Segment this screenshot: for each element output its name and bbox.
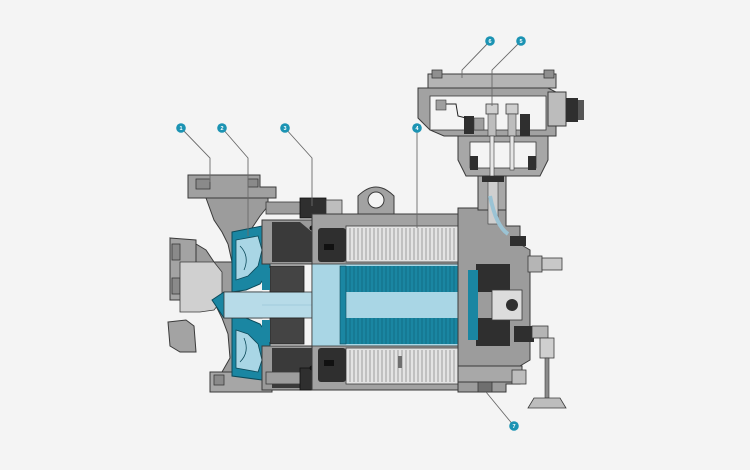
rear-bearing-housing [457, 207, 567, 409]
leader-1 [180, 127, 211, 182]
callout-marker [412, 123, 422, 133]
callout-label: 4 [415, 126, 419, 132]
callout-2: 2 [217, 123, 227, 133]
leader-3 [284, 127, 313, 206]
callout-7: 7 [509, 421, 519, 431]
leader-lines [180, 40, 522, 427]
callout-marker [176, 123, 186, 133]
terminal-studs [435, 99, 530, 177]
front-bearing-housing [261, 197, 343, 391]
leader-7 [485, 391, 515, 427]
callout-5: 5 [516, 36, 526, 46]
cable-gland [547, 91, 584, 127]
motor-housing [311, 186, 485, 391]
callout-marker [516, 36, 526, 46]
leader-2 [221, 127, 249, 236]
callout-marker [217, 123, 227, 133]
callout-3: 3 [280, 123, 290, 133]
callout-label: 5 [519, 39, 522, 45]
callout-label: 7 [512, 424, 515, 430]
lifting-eye [357, 186, 395, 215]
callout-6: 6 [485, 36, 495, 46]
callout-label: 3 [283, 126, 286, 132]
callout-marker [280, 123, 290, 133]
leader-5 [491, 40, 522, 106]
callout-1: 1 [176, 123, 186, 133]
callout-marker [509, 421, 519, 431]
callout-label: 1 [179, 126, 182, 132]
callout-label: 6 [488, 39, 491, 45]
callout-4: 4 [412, 123, 422, 133]
callout-marker [485, 36, 495, 46]
leader-6 [461, 40, 491, 78]
callout-label: 2 [220, 126, 223, 132]
terminal-box [417, 69, 584, 236]
